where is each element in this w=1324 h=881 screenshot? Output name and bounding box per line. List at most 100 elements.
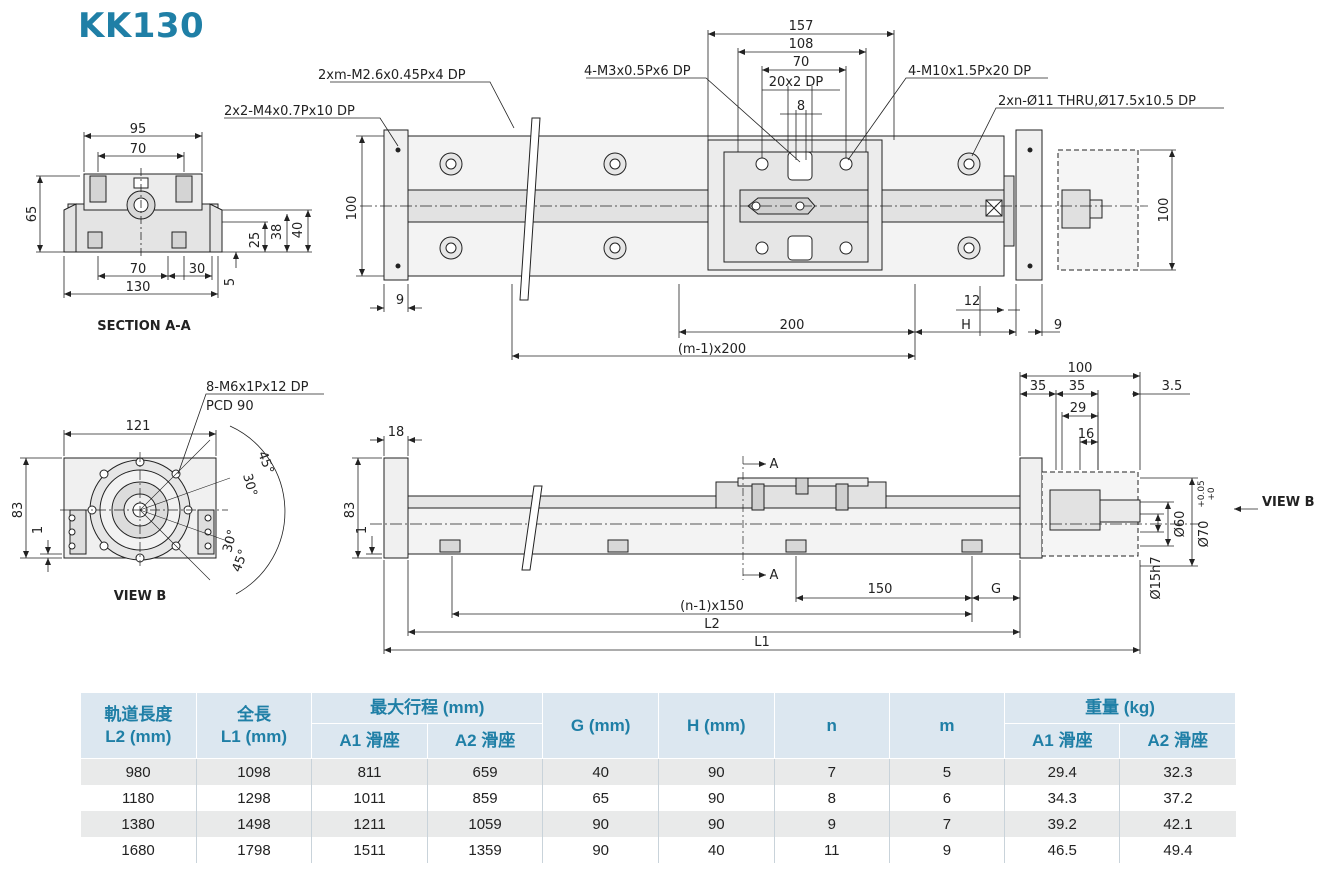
dim-38: 38 — [270, 224, 285, 241]
side-view-body — [370, 456, 1200, 580]
section-mark-bottom: A — [770, 568, 779, 583]
dim-16: 16 — [1078, 427, 1095, 442]
side-view-dims — [352, 372, 1258, 654]
callout-m4: 2x2-M4x0.7Px10 DP — [224, 104, 355, 119]
dim-l1: L1 — [754, 635, 770, 650]
header-weight: 重量 (kg) — [1004, 692, 1236, 724]
table-cell: 1359 — [427, 837, 544, 863]
dim-130: 130 — [126, 280, 151, 295]
section-a-a-dims — [36, 132, 312, 298]
table-cell: 11 — [774, 837, 890, 863]
dim-29: 29 — [1070, 401, 1087, 416]
table-cell: 34.3 — [1004, 785, 1121, 811]
table-cell: 1798 — [196, 837, 313, 863]
header-stroke: 最大行程 (mm) — [311, 692, 544, 724]
top-view-text: 157 108 70 20x2 DP 8 100 100 9 12 H 9 20… — [224, 19, 1196, 357]
table-cell: 1180 — [80, 785, 197, 811]
view-b-body — [60, 425, 286, 595]
table-cell: 29.4 — [1004, 758, 1121, 785]
dim-l2: L2 — [704, 617, 720, 632]
dim-9-left: 9 — [396, 293, 404, 308]
callout-m10: 4-M10x1.5Px20 DP — [908, 64, 1031, 79]
dim-108: 108 — [789, 37, 814, 52]
header-l2-cn: 軌道長度 — [104, 704, 173, 724]
section-mark-top: A — [770, 457, 779, 472]
dim-100-right: 100 — [1157, 198, 1172, 223]
top-view-holes — [395, 147, 1033, 269]
view-b-label: VIEW B — [114, 589, 167, 604]
callout-m6: 8-M6x1Px12 DP — [206, 380, 309, 395]
table-cell: 90 — [542, 837, 659, 863]
view-b-arrow-label: VIEW B — [1262, 495, 1315, 510]
tol-upper: +0.05 — [1197, 480, 1207, 508]
table-cell: 5 — [889, 758, 1006, 785]
header-weight-a1: A1 滑座 — [1004, 723, 1121, 759]
dim-25: 25 — [248, 232, 263, 249]
header-stroke-a2: A2 滑座 — [426, 723, 544, 759]
dim-100-end: 100 — [1068, 361, 1093, 376]
table-cell: 90 — [658, 758, 775, 785]
header-m: m — [888, 692, 1006, 759]
table-cell: 32.3 — [1119, 758, 1236, 785]
dim-150: 150 — [868, 582, 893, 597]
section-a-a-view — [63, 168, 223, 258]
table-cell: 859 — [427, 785, 544, 811]
dim-121: 121 — [126, 419, 151, 434]
header-weight-a2: A2 滑座 — [1119, 723, 1236, 759]
table-cell: 1059 — [427, 811, 544, 837]
dim-35-b: 35 — [1069, 379, 1086, 394]
header-l1-cn: 全長 — [236, 704, 271, 724]
table-cell: 9 — [889, 837, 1006, 863]
table-cell: 90 — [658, 785, 775, 811]
dim-83-side: 83 — [343, 502, 358, 519]
table-cell: 1298 — [196, 785, 313, 811]
section-a-a-text: 95 70 65 25 38 40 70 30 130 5 SECTION A-… — [25, 122, 306, 334]
table-cell: 980 — [80, 758, 197, 785]
table-cell: 6 — [889, 785, 1006, 811]
dim-40: 40 — [291, 222, 306, 239]
view-b-dims — [20, 393, 324, 572]
table-cell: 9 — [774, 811, 890, 837]
dim-95: 95 — [130, 122, 147, 137]
dim-1-side: 1 — [355, 526, 370, 534]
header-l1: 全長 L1 (mm) — [195, 692, 313, 759]
angle-45-bottom: 45° — [230, 547, 252, 574]
dim-g: G — [991, 582, 1001, 597]
dim-35-a: 35 — [1030, 379, 1047, 394]
angle-30-top: 30° — [239, 472, 259, 498]
dim-m-pitch: (m-1)x200 — [678, 342, 746, 357]
callout-pcd: PCD 90 — [206, 399, 254, 414]
dim-8: 8 — [797, 99, 805, 114]
header-l1-unit: L1 (mm) — [220, 726, 288, 746]
header-n: n — [773, 692, 890, 759]
table-cell: 1680 — [80, 837, 197, 863]
dim-12: 12 — [964, 294, 981, 309]
header-l2: 軌道長度 L2 (mm) — [80, 692, 197, 759]
dim-18: 18 — [388, 425, 405, 440]
dim-9-right: 9 — [1054, 318, 1062, 333]
header-l2-unit: L2 (mm) — [105, 726, 172, 746]
header-stroke-a1: A1 滑座 — [311, 723, 428, 759]
dim-100-left: 100 — [345, 196, 360, 221]
table-cell: 40 — [542, 758, 659, 785]
table-cell: 42.1 — [1119, 811, 1236, 837]
table-cell: 659 — [427, 758, 544, 785]
table-cell: 39.2 — [1004, 811, 1121, 837]
angle-45-top: 45° — [254, 449, 276, 476]
spec-table: 軌道長度 L2 (mm) 全長 L1 (mm) 最大行程 (mm) G (mm)… — [80, 692, 1236, 863]
dim-5: 5 — [223, 278, 238, 286]
dim-70: 70 — [130, 142, 147, 157]
dim-70-bottom: 70 — [130, 262, 147, 277]
table-cell: 46.5 — [1004, 837, 1121, 863]
dim-30: 30 — [189, 262, 206, 277]
table-cell: 7 — [889, 811, 1006, 837]
table-cell: 1498 — [196, 811, 313, 837]
table-cell: 7 — [774, 758, 890, 785]
table-cell: 65 — [542, 785, 659, 811]
model-title: KK130 — [78, 6, 205, 46]
callout-m3: 4-M3x0.5Px6 DP — [584, 64, 691, 79]
